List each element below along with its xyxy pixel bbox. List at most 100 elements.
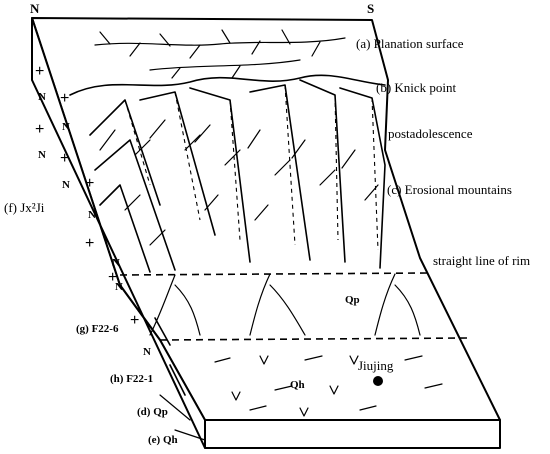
spur [149, 229, 166, 246]
spur [291, 139, 306, 159]
qh-mark [214, 357, 231, 363]
mountain-ridge [94, 139, 176, 271]
ridge-crest [284, 84, 296, 246]
granite-plus: + [130, 312, 139, 329]
erosional-mountains [89, 79, 386, 273]
qh-mark [359, 405, 377, 411]
qp-layer-line [159, 394, 191, 421]
label-rim-line: straight line of rim [433, 253, 530, 268]
granite-n: N [38, 91, 46, 103]
fan-channel [149, 274, 176, 336]
label-qh-layer: (e) Qh [148, 434, 178, 446]
spur [224, 149, 241, 166]
fan-channel [394, 284, 421, 336]
spur [124, 194, 141, 211]
granite-n: N [115, 281, 123, 293]
qh-region-label: Qh [290, 379, 305, 391]
label-fault-f22-1: (h) F22-1 [110, 373, 153, 385]
jiujing-point [373, 376, 383, 386]
qh-mark [231, 391, 241, 401]
stream-main [94, 37, 346, 46]
qh-mark [299, 407, 309, 417]
qp-qh-boundary [159, 337, 469, 341]
stream-trib [251, 40, 261, 55]
qh-layer-line [174, 429, 206, 441]
granite-plus: + [60, 90, 69, 107]
spur [204, 194, 219, 211]
fan-channel [269, 284, 306, 336]
jiujing-label: Jiujing [358, 358, 394, 373]
stream-trib [281, 29, 291, 45]
label-postadolescence: postadolescence [388, 126, 473, 141]
spur [341, 149, 356, 169]
spur [274, 159, 291, 176]
spur [99, 129, 116, 151]
qp-region-label: Qp [345, 294, 360, 306]
label-erosional-mountains: (c) Erosional mountains [387, 182, 512, 197]
qh-mark [329, 385, 339, 395]
label-planation-surface: (a) Planation surface [356, 36, 464, 51]
stream-trib [99, 31, 111, 45]
block-outline [31, 17, 501, 449]
label-qp-layer: (d) Qp [137, 406, 168, 418]
granite-plus: + [35, 121, 44, 138]
spur [149, 119, 166, 139]
fan-channel [374, 273, 396, 336]
rim-line [119, 272, 429, 276]
granite-plus: + [60, 150, 69, 167]
fault-f22-1-line [169, 364, 186, 396]
qh-mark [349, 355, 359, 365]
front-face [204, 419, 501, 449]
qh-mark [249, 405, 267, 411]
spur [247, 129, 261, 149]
qh-mark [424, 383, 443, 389]
stream-secondary [149, 59, 301, 71]
mountain-ridge [339, 87, 386, 269]
granite-symbols: + + + + + + + + N N N N N N N N [35, 63, 151, 358]
granite-plus: + [85, 235, 94, 252]
stream-trib [171, 67, 181, 79]
north-label: N [30, 1, 40, 16]
spur [184, 134, 201, 151]
granite-n: N [62, 179, 70, 191]
ridge-crest [334, 94, 339, 241]
fault-f22-6-line [154, 317, 171, 346]
ridge-crest [371, 97, 379, 251]
granite-plus: + [108, 269, 117, 286]
label-knick-point: (b) Knick point [376, 80, 457, 95]
qh-mark [404, 355, 423, 361]
qp-alluvial-fans [149, 273, 421, 336]
spur [194, 124, 211, 143]
granite-plus: + [85, 175, 94, 192]
ridge-crest [174, 91, 201, 221]
spur [319, 169, 336, 186]
fan-channel [174, 284, 201, 336]
knick-point-line [69, 74, 386, 96]
stream-trib [129, 42, 141, 57]
spur [134, 139, 151, 156]
granite-n: N [62, 121, 70, 133]
granite-n: N [38, 149, 46, 161]
granite-n: N [88, 209, 96, 221]
granite-n: N [112, 257, 120, 269]
qh-surface-marks [214, 355, 443, 417]
stream-trib [159, 33, 171, 47]
south-label: S [367, 1, 374, 16]
stream-trib [311, 41, 321, 57]
label-formation: (f) Jx²Ji [4, 200, 45, 215]
mountain-ridge [99, 184, 151, 273]
qh-mark [304, 355, 323, 361]
granite-plus: + [35, 63, 44, 80]
spur [364, 184, 379, 201]
stream-trib [189, 44, 201, 59]
stream-trib [221, 29, 231, 44]
label-fault-f22-6: (g) F22-6 [76, 323, 119, 335]
stream-trib [231, 65, 241, 79]
ridge-crest [124, 99, 151, 186]
spur [254, 204, 269, 221]
granite-n: N [143, 346, 151, 358]
qh-mark [274, 385, 293, 391]
planation-surface-streams [94, 29, 346, 79]
fan-channel [249, 273, 271, 336]
